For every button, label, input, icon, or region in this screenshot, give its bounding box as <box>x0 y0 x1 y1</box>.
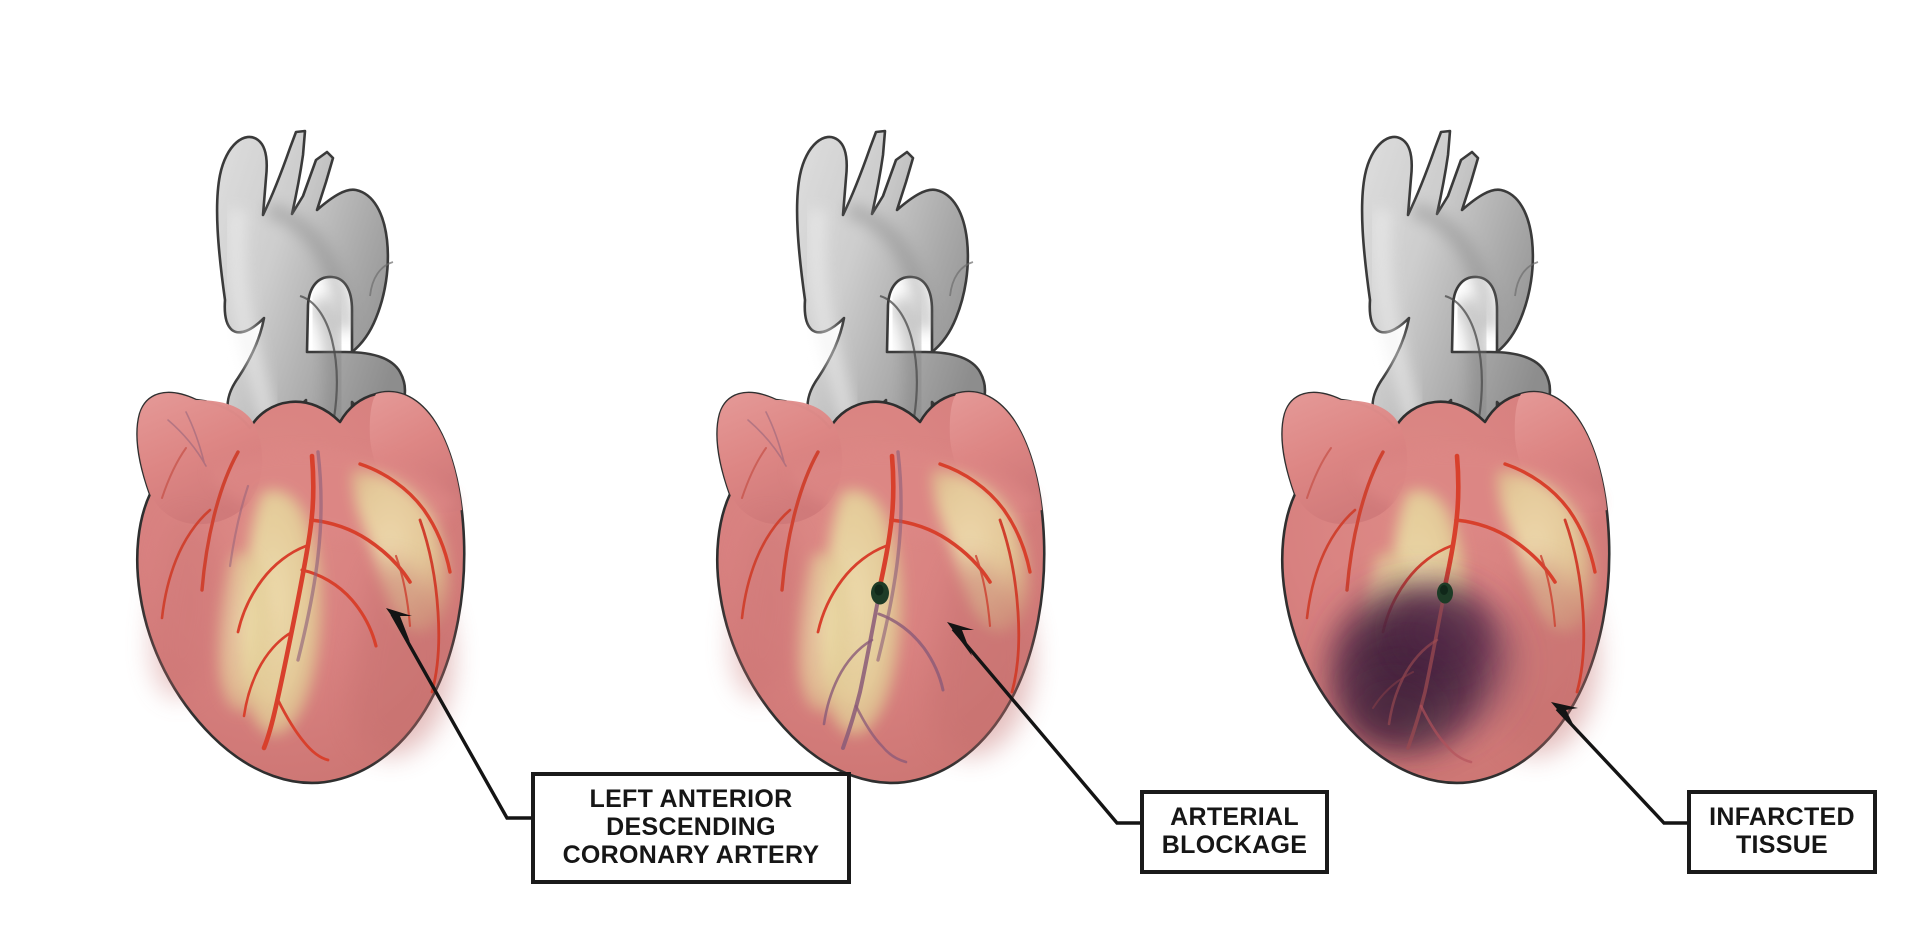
great-vessels-group <box>795 129 987 472</box>
lad-distal-within-infarct <box>1406 598 1445 750</box>
lad-septal-branch-1 <box>816 544 888 634</box>
infarcted-tissue-region <box>1327 582 1519 752</box>
right-coronary-artery <box>780 450 820 592</box>
lad-proximal-patent <box>1442 453 1461 589</box>
lad-distal-deoxygenated <box>841 598 880 750</box>
apical-branch-deoxygenated <box>854 704 908 764</box>
heart-illustration-healthy <box>135 129 466 785</box>
aorta-fold-line <box>1444 294 1483 419</box>
ascending-aorta-highlight <box>227 209 277 422</box>
obtuse-marginal-branch <box>1563 518 1586 694</box>
right-coronary-artery <box>200 450 240 592</box>
lad-septal-branch-1 <box>236 544 308 634</box>
rca-marginal-branch <box>1305 508 1357 620</box>
necrotic-branch-3 <box>1372 671 1414 709</box>
left-anterior-descending-artery <box>261 453 316 751</box>
lad-diagonal-branch-2 <box>300 568 378 648</box>
arterial-blockage-marker <box>1437 582 1453 604</box>
label-left-anterior-descending-coronary-artery[interactable]: LEFT ANTERIOR DESCENDING CORONARY ARTERY <box>531 772 851 884</box>
svc-edge-line <box>1514 261 1539 297</box>
circumflex-artery <box>1503 462 1597 574</box>
small-epicardial-branch-a <box>1539 554 1557 628</box>
great-cardiac-vein <box>296 450 323 662</box>
coronary-arteries-group <box>160 447 452 762</box>
ascending-aorta-highlight <box>807 209 857 422</box>
label-infarcted-tissue[interactable]: INFARCTED TISSUE <box>1687 790 1877 874</box>
circumflex-artery <box>938 462 1032 574</box>
atrial-vein-network <box>747 411 787 467</box>
circumflex-artery <box>358 462 452 574</box>
necrotic-branch-2 <box>1419 704 1473 764</box>
infarct-vessels-group <box>1372 598 1473 764</box>
aorta-fold-line <box>879 294 918 419</box>
label-arterial-blockage[interactable]: ARTERIAL BLOCKAGE <box>1140 790 1329 874</box>
small-epicardial-branch-b <box>161 447 187 499</box>
anterior-cardiac-vein <box>228 484 250 568</box>
heart-illustration-blockage <box>715 129 1046 785</box>
coronary-arteries-group <box>740 447 1032 764</box>
small-epicardial-branch-a <box>974 554 992 628</box>
coronary-arteries-group <box>1305 447 1597 694</box>
myocardium-group <box>135 390 466 785</box>
epicardial-fat-apical <box>797 552 851 713</box>
aortic-arch-inner-shadow <box>1410 202 1498 331</box>
aortic-arch-inner-shadow <box>265 202 353 331</box>
atrial-vein-network <box>167 411 207 467</box>
apical-branch <box>276 698 330 762</box>
right-coronary-artery <box>1345 450 1385 592</box>
cardiac-veins-group <box>167 411 323 662</box>
ascending-aorta-highlight <box>1372 209 1422 422</box>
svc-edge-line <box>949 261 974 297</box>
panel-blocked-heart <box>580 0 1220 944</box>
lad-septal-branch-2 <box>242 630 294 718</box>
lad-proximal-patent <box>877 453 896 589</box>
arterial-blockage-marker <box>871 581 889 605</box>
rca-marginal-branch <box>160 508 212 620</box>
rca-marginal-branch <box>740 508 792 620</box>
great-cardiac-vein <box>876 450 903 662</box>
aorta-fold-line <box>299 294 338 419</box>
small-epicardial-branch-b <box>741 447 767 499</box>
panel-healthy-heart <box>0 0 640 944</box>
small-epicardial-branch-b <box>1306 447 1332 499</box>
lad-septal-branch-2-deoxygenated <box>822 638 874 726</box>
svc-edge-line <box>369 261 394 297</box>
lad-diagonal-branch-2-deoxygenated <box>877 612 945 692</box>
aortic-arch-inner-shadow <box>845 202 933 331</box>
cardiac-veins-group <box>747 411 903 662</box>
